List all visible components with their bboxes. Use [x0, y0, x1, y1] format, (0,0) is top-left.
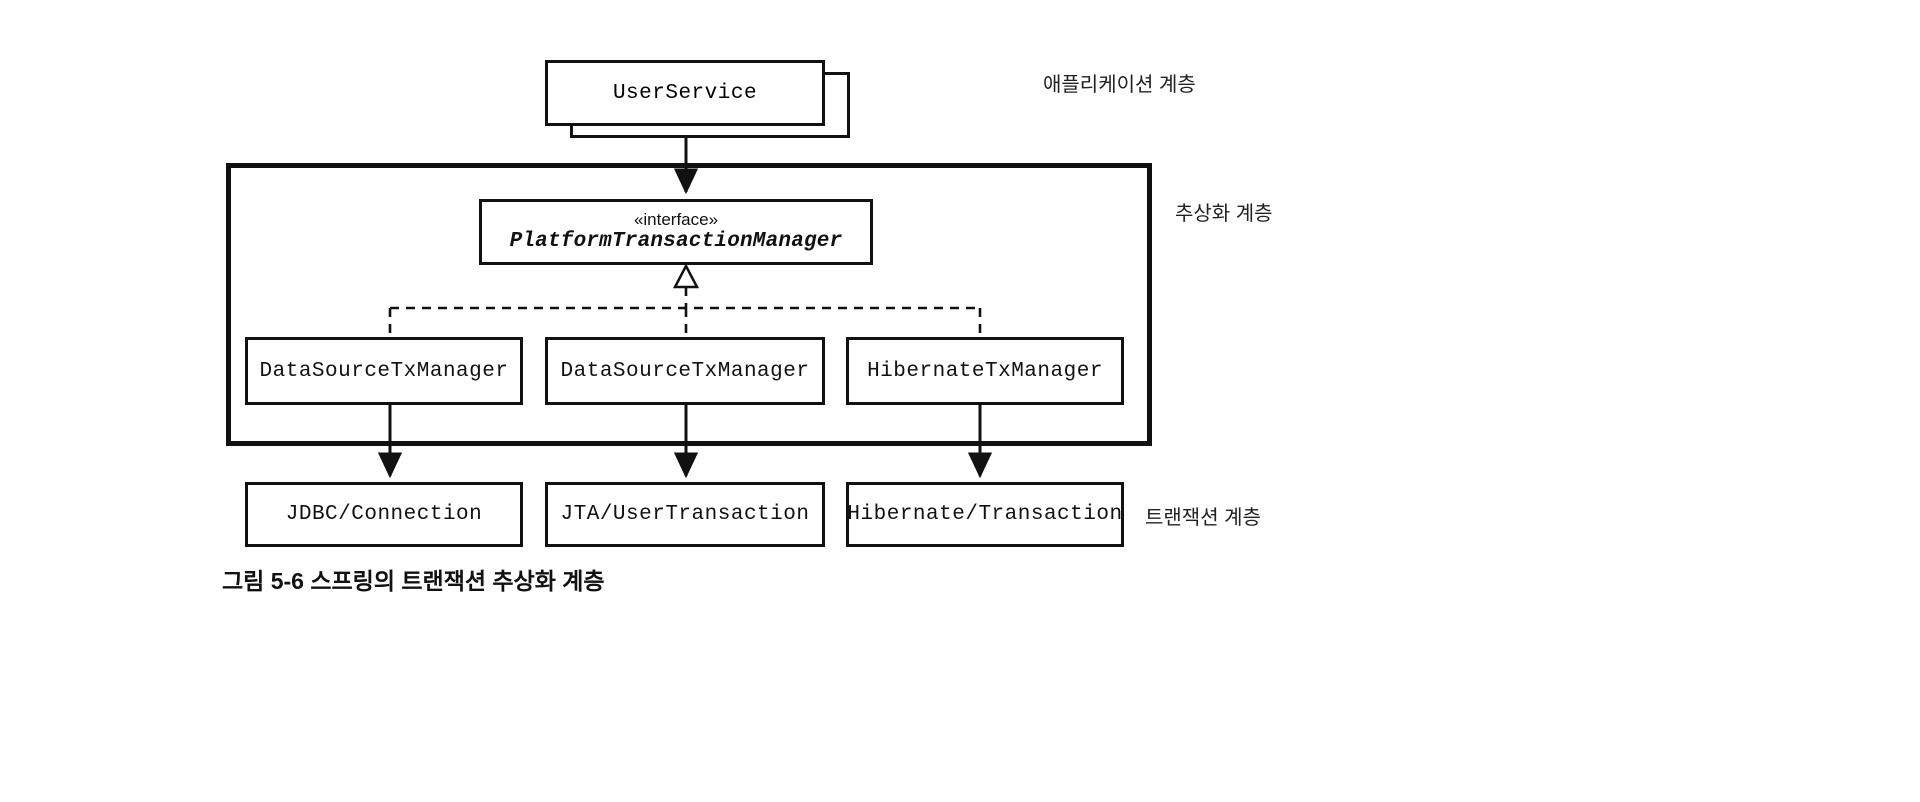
userservice-node[interactable]: UserService — [545, 60, 850, 138]
resource-node-label: Hibernate/Transaction — [847, 503, 1123, 526]
layer-label-abstraction: 추상화 계층 — [1175, 203, 1273, 225]
platform-transaction-manager-node[interactable]: «interface» PlatformTransactionManager — [479, 199, 873, 265]
impl-node-datasource-tx-manager[interactable]: DataSourceTxManager — [245, 337, 523, 405]
userservice-label: UserService — [612, 81, 758, 105]
abstraction-layer-container — [226, 163, 1152, 446]
resource-node-label: JTA/UserTransaction — [560, 503, 810, 526]
resource-node-jta-usertransaction[interactable]: JTA/UserTransaction — [545, 482, 825, 547]
layer-label-application: 애플리케이션 계층 — [1043, 74, 1196, 96]
impl-node-datasource-tx-manager-2[interactable]: DataSourceTxManager — [545, 337, 825, 405]
resource-node-hibernate-transaction[interactable]: Hibernate/Transaction — [846, 482, 1124, 547]
impl-node-hibernate-tx-manager[interactable]: HibernateTxManager — [846, 337, 1124, 405]
layer-label-transaction: 트랜잭션 계층 — [1145, 507, 1261, 529]
impl-node-label: DataSourceTxManager — [259, 359, 509, 383]
impl-node-label: DataSourceTxManager — [560, 359, 810, 383]
figure-caption: 그림 5-6 스프링의 트랜잭션 추상화 계층 — [222, 568, 605, 594]
impl-node-label: HibernateTxManager — [867, 359, 1103, 383]
resource-node-jdbc-connection[interactable]: JDBC/Connection — [245, 482, 523, 547]
interface-stereotype-label: «interface» — [633, 209, 719, 229]
interface-name-label: PlatformTransactionManager — [509, 230, 843, 254]
resource-node-label: JDBC/Connection — [285, 503, 483, 526]
userservice-node-face: UserService — [545, 60, 825, 126]
